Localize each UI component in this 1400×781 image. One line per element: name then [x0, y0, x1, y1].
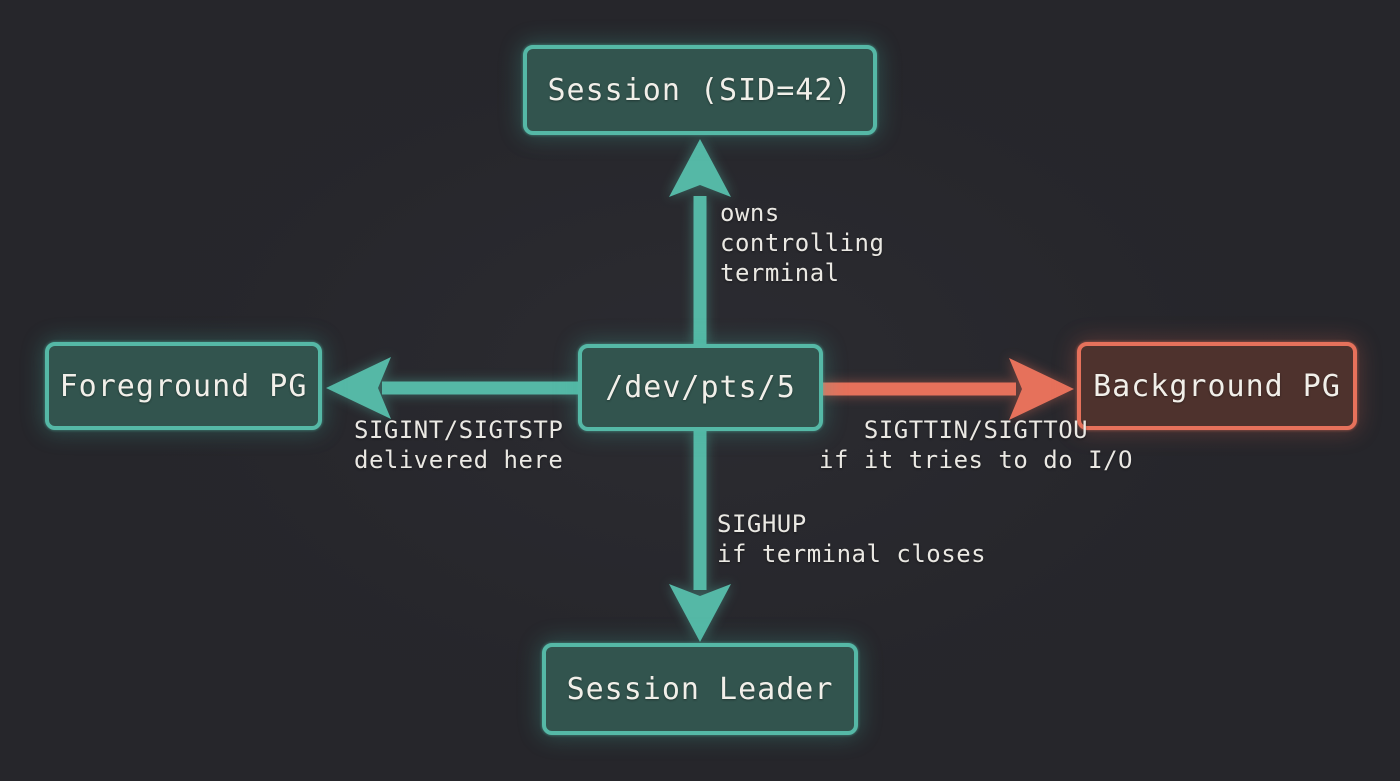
session-leader-node-label: Session Leader: [566, 671, 834, 707]
background-pg-node-label: Background PG: [1093, 368, 1341, 404]
terminal-node: /dev/pts/5: [578, 344, 823, 431]
background-pg-node: Background PG: [1077, 342, 1357, 430]
session-leader-node: Session Leader: [542, 643, 858, 735]
left-arrow-icon: [326, 357, 579, 419]
terminal-node-label: /dev/pts/5: [605, 370, 796, 405]
foreground-pg-node: Foreground PG: [45, 342, 322, 430]
owns-edge-label: owns controlling terminal: [720, 199, 885, 287]
session-node: Session (SID=42): [523, 45, 877, 135]
down-arrow-icon: [669, 430, 731, 642]
right-arrow-icon: [822, 358, 1074, 420]
foreground-pg-node-label: Foreground PG: [59, 368, 308, 404]
up-arrow-icon: [669, 139, 731, 345]
sigttin-edge-label: SIGTTIN/SIGTTOU if it tries to do I/O: [819, 416, 1133, 474]
session-node-label: Session (SID=42): [547, 72, 853, 108]
sigint-edge-label: SIGINT/SIGTSTP delivered here: [354, 416, 564, 474]
sighup-edge-label: SIGHUP if terminal closes: [717, 510, 987, 568]
